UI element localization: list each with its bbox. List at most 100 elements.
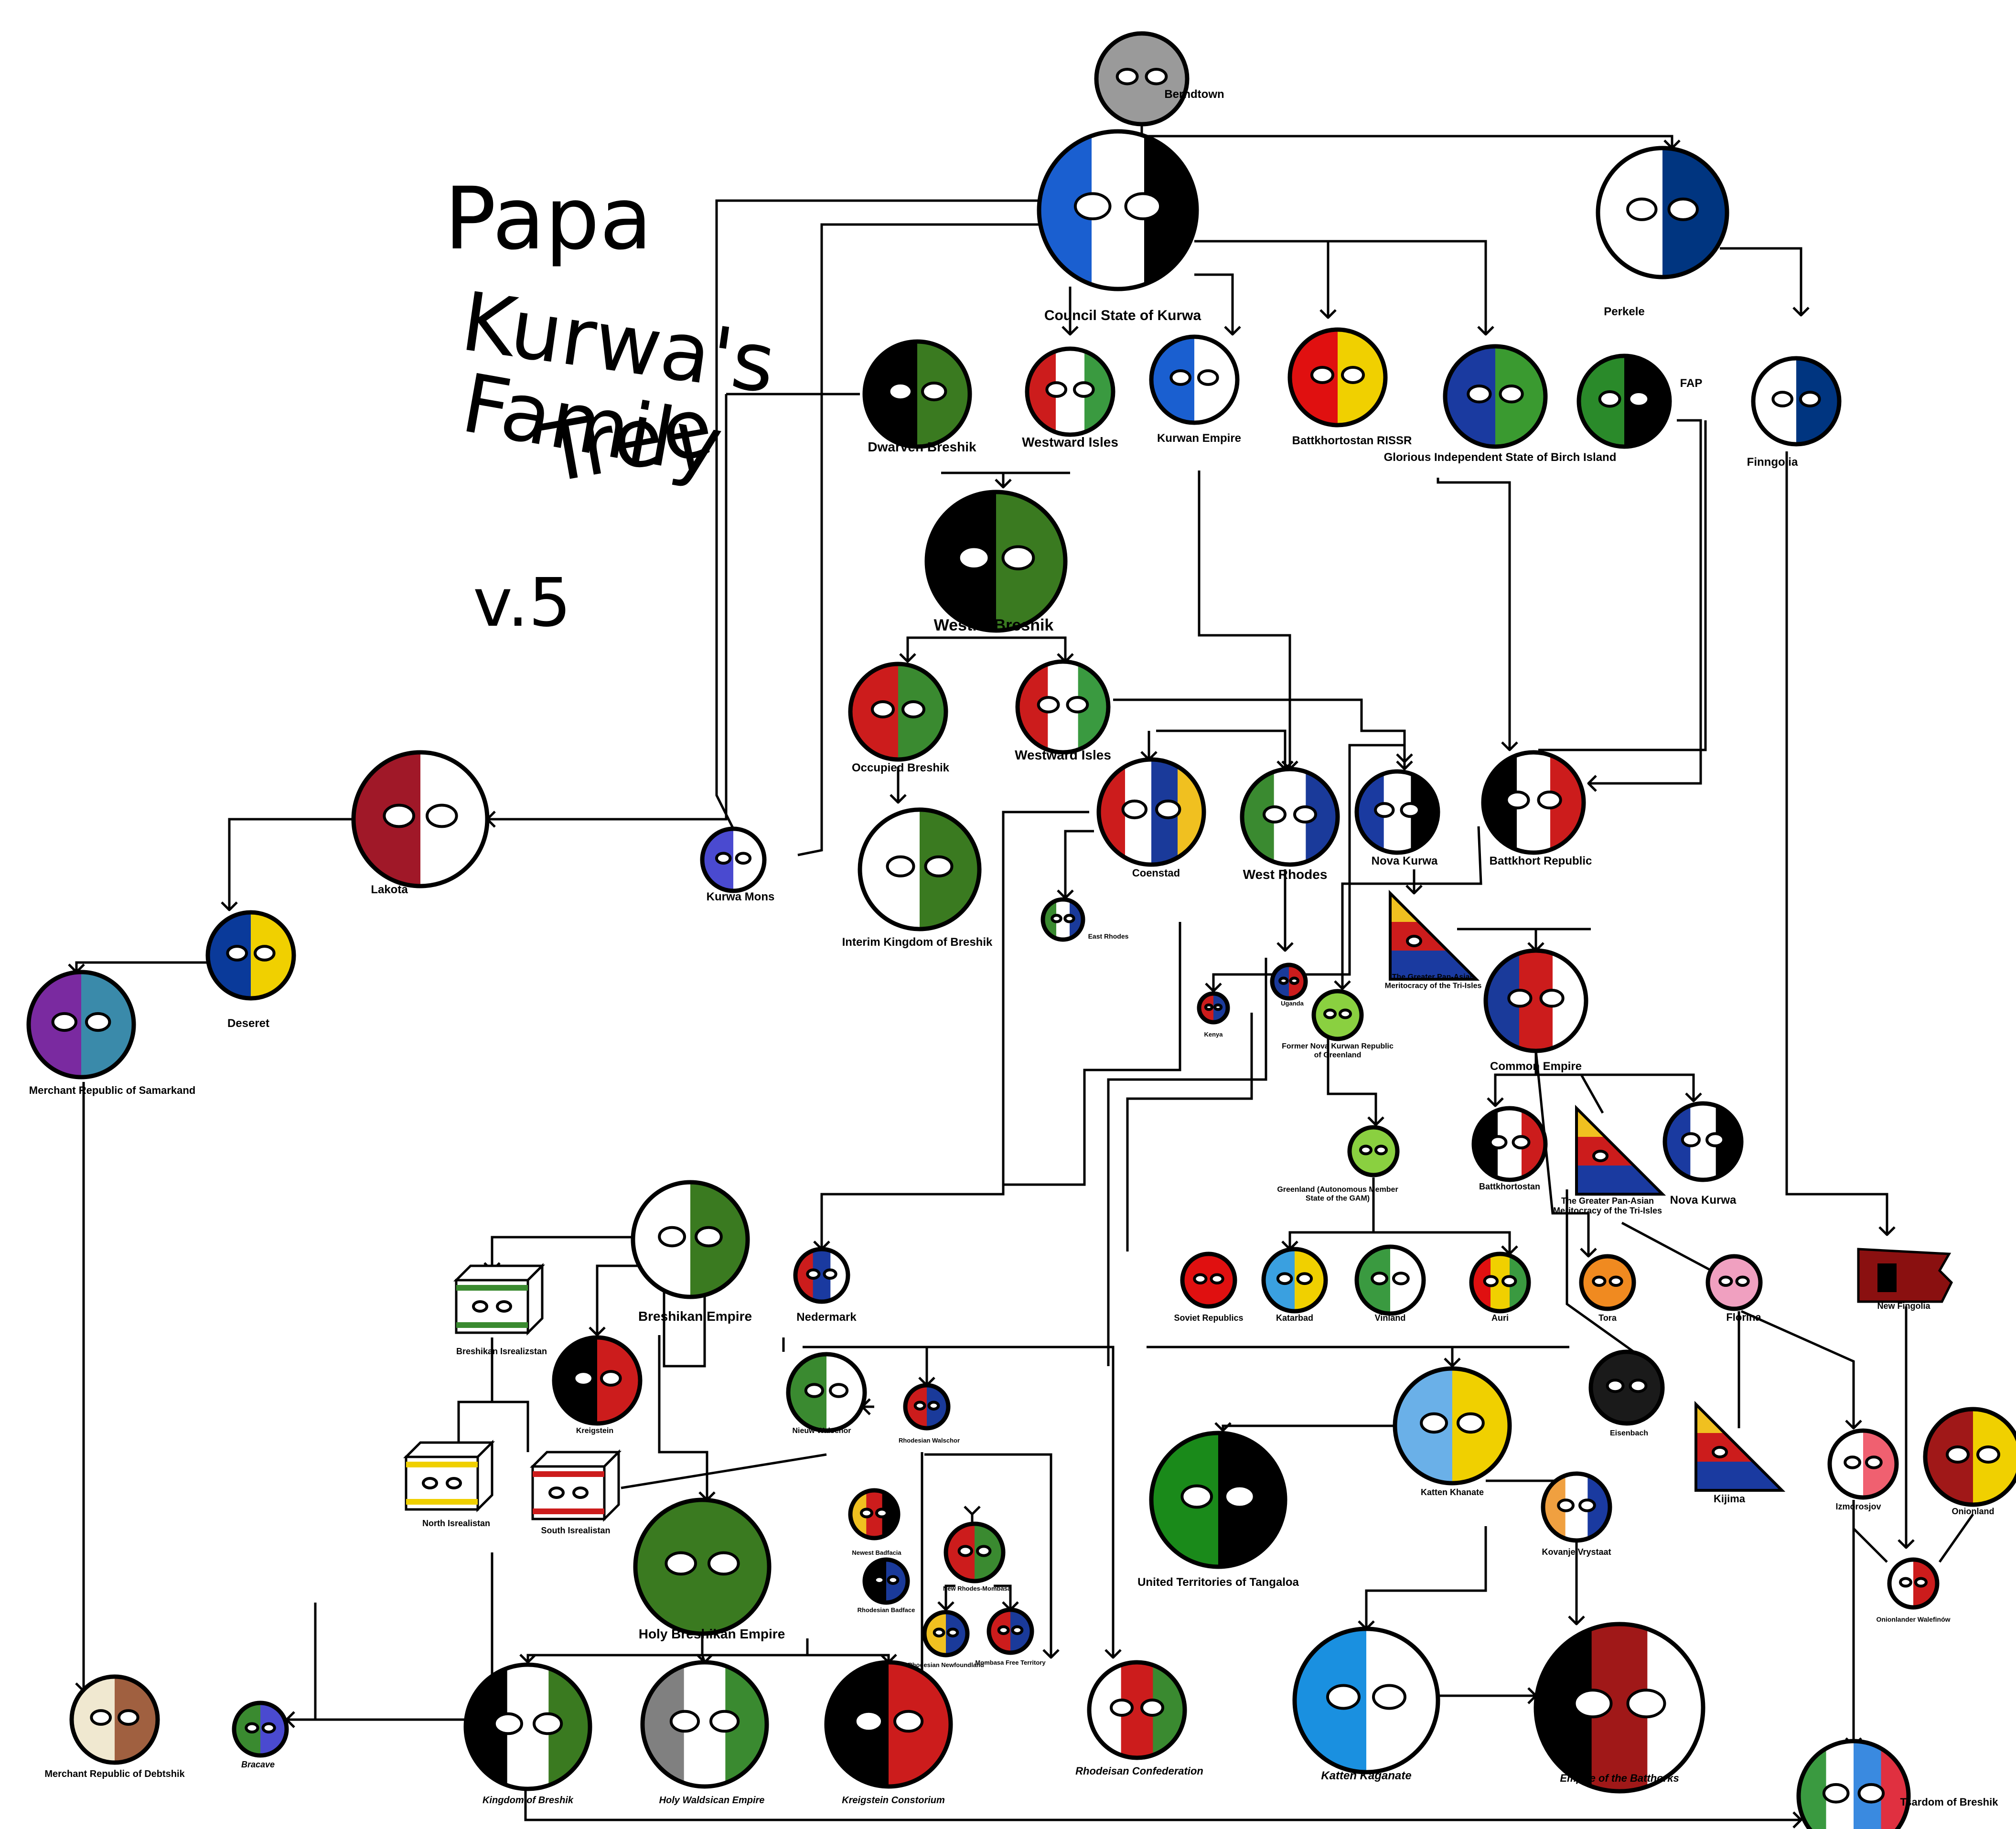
node-nedermark bbox=[793, 1247, 850, 1304]
label-council: Council State of Kurwa bbox=[1044, 308, 1201, 323]
label-katten-khanate: Katten Khanate bbox=[1421, 1487, 1484, 1497]
label-battkhortostan: Battkhortostan bbox=[1479, 1182, 1540, 1191]
label-tsardom: Tsardom of Breshik bbox=[1900, 1796, 1999, 1808]
node-westward2 bbox=[1015, 659, 1111, 755]
connector-line bbox=[906, 636, 996, 662]
connector-line bbox=[1194, 240, 1330, 318]
arrow-head bbox=[1276, 942, 1294, 952]
node-berndtown bbox=[1094, 31, 1190, 127]
label-nova-kurwa2: Nova Kurwa bbox=[1670, 1194, 1737, 1207]
country-nodes bbox=[26, 31, 2016, 1829]
connector-line bbox=[1198, 471, 1291, 769]
node-former-nova bbox=[1311, 989, 1364, 1041]
node-rhodesian-newfoundland bbox=[922, 1610, 970, 1658]
node-kurwan-empire bbox=[1149, 334, 1240, 425]
connector-line bbox=[1341, 826, 1482, 989]
node-holy-breshikan bbox=[633, 1497, 772, 1636]
connector-line bbox=[820, 811, 1089, 1249]
arrow-head bbox=[1568, 1615, 1585, 1626]
label-north-isr: North Isrealistan bbox=[422, 1519, 490, 1528]
node-breshikan-empire bbox=[631, 1180, 750, 1299]
arrow-head bbox=[1587, 775, 1597, 792]
arrow-head bbox=[1319, 309, 1337, 319]
arrow-head bbox=[1062, 326, 1079, 336]
node-tangaloa bbox=[1149, 1431, 1287, 1569]
arrow-head bbox=[1105, 1649, 1122, 1659]
arrow-head bbox=[1444, 1358, 1461, 1368]
node-uganda bbox=[1270, 963, 1308, 1001]
label-westro: Westro-Breshik bbox=[934, 616, 1054, 634]
node-council bbox=[1037, 129, 1199, 291]
connector-line bbox=[944, 1584, 955, 1610]
arrow-head bbox=[1396, 753, 1413, 763]
arrow-head bbox=[1501, 741, 1518, 751]
connector-line bbox=[860, 1346, 928, 1385]
label-vinland: Vinland bbox=[1375, 1313, 1406, 1323]
label-new-fingolia: New Fingolia bbox=[1877, 1301, 1930, 1311]
node-interim bbox=[858, 807, 982, 931]
label-onionland: Onionland bbox=[1952, 1507, 1995, 1516]
node-westro bbox=[924, 490, 1068, 633]
connector-line bbox=[1566, 1189, 1635, 1353]
arrow-head bbox=[890, 794, 907, 804]
connector-line bbox=[457, 1337, 493, 1452]
node-katarbad bbox=[1261, 1247, 1328, 1314]
connector-line bbox=[1938, 1513, 1974, 1563]
connector-line bbox=[1113, 698, 1406, 769]
node-kreigstein bbox=[552, 1335, 643, 1426]
node-rhodesian-badface bbox=[862, 1557, 910, 1605]
connector-line bbox=[1588, 419, 1702, 785]
connector-line bbox=[1064, 830, 1094, 898]
label-kurwa-mons: Kurwa Mons bbox=[707, 890, 775, 903]
node-kreigstein-cons bbox=[824, 1660, 953, 1789]
arrow-head bbox=[1898, 1539, 1915, 1549]
connector-line bbox=[996, 636, 1067, 662]
node-north-isr bbox=[403, 1439, 495, 1513]
label-deseret: Deseret bbox=[227, 1017, 269, 1030]
arrow-head bbox=[1405, 885, 1423, 895]
node-katten-khanate bbox=[1393, 1366, 1512, 1486]
label-interim: Interim Kingdom of Breshik bbox=[842, 936, 993, 949]
connector-line bbox=[1194, 273, 1234, 334]
node-coenstad bbox=[1096, 757, 1206, 867]
connector-line bbox=[524, 1789, 1801, 1821]
node-samarkand bbox=[26, 970, 136, 1080]
node-tsardom bbox=[1796, 1739, 1911, 1829]
connector-line bbox=[1194, 240, 1487, 334]
node-soviet bbox=[1180, 1251, 1237, 1309]
node-battkhortostan bbox=[1471, 1106, 1548, 1182]
node-fap bbox=[1576, 353, 1672, 449]
label-kovanje: Kovanje Vrystaat bbox=[1542, 1547, 1611, 1557]
label-debtshik: Merchant Republic of Debtshik bbox=[44, 1769, 185, 1779]
arrow-head bbox=[1224, 326, 1241, 336]
arrow-head bbox=[899, 653, 916, 663]
connector-line bbox=[75, 961, 215, 972]
label-kenya: Kenya bbox=[1204, 1031, 1223, 1038]
label-nova-kurwa1: Nova Kurwa bbox=[1372, 855, 1438, 867]
label-new-rhodes-mombasa: New Rhodes-Mombasa bbox=[943, 1585, 1011, 1592]
node-onionlander bbox=[1887, 1557, 1940, 1610]
connector-line bbox=[1373, 1231, 1511, 1254]
node-greenland bbox=[1347, 1125, 1400, 1177]
connector-line bbox=[1126, 1013, 1253, 1251]
label-kreigstein: Kreigstein bbox=[576, 1427, 613, 1435]
connector-line bbox=[1302, 744, 1406, 976]
connector-line bbox=[1288, 1177, 1375, 1249]
node-battk-republic bbox=[1481, 750, 1586, 855]
connector-line bbox=[994, 1584, 1012, 1610]
label-finngolia: Finngolia bbox=[1747, 456, 1798, 469]
node-bracave bbox=[232, 1701, 289, 1758]
node-greater-pan2 bbox=[1575, 1104, 1666, 1196]
arrow-head bbox=[1334, 980, 1351, 990]
node-kingdom-breshik bbox=[463, 1662, 592, 1791]
node-izmorosjov bbox=[1827, 1428, 1899, 1500]
node-tora bbox=[1579, 1254, 1636, 1311]
node-greater-pan1 bbox=[1389, 889, 1480, 981]
node-kenya bbox=[1197, 991, 1230, 1025]
node-finngolia bbox=[1751, 356, 1842, 447]
node-katten-kaganate bbox=[1292, 1626, 1440, 1775]
